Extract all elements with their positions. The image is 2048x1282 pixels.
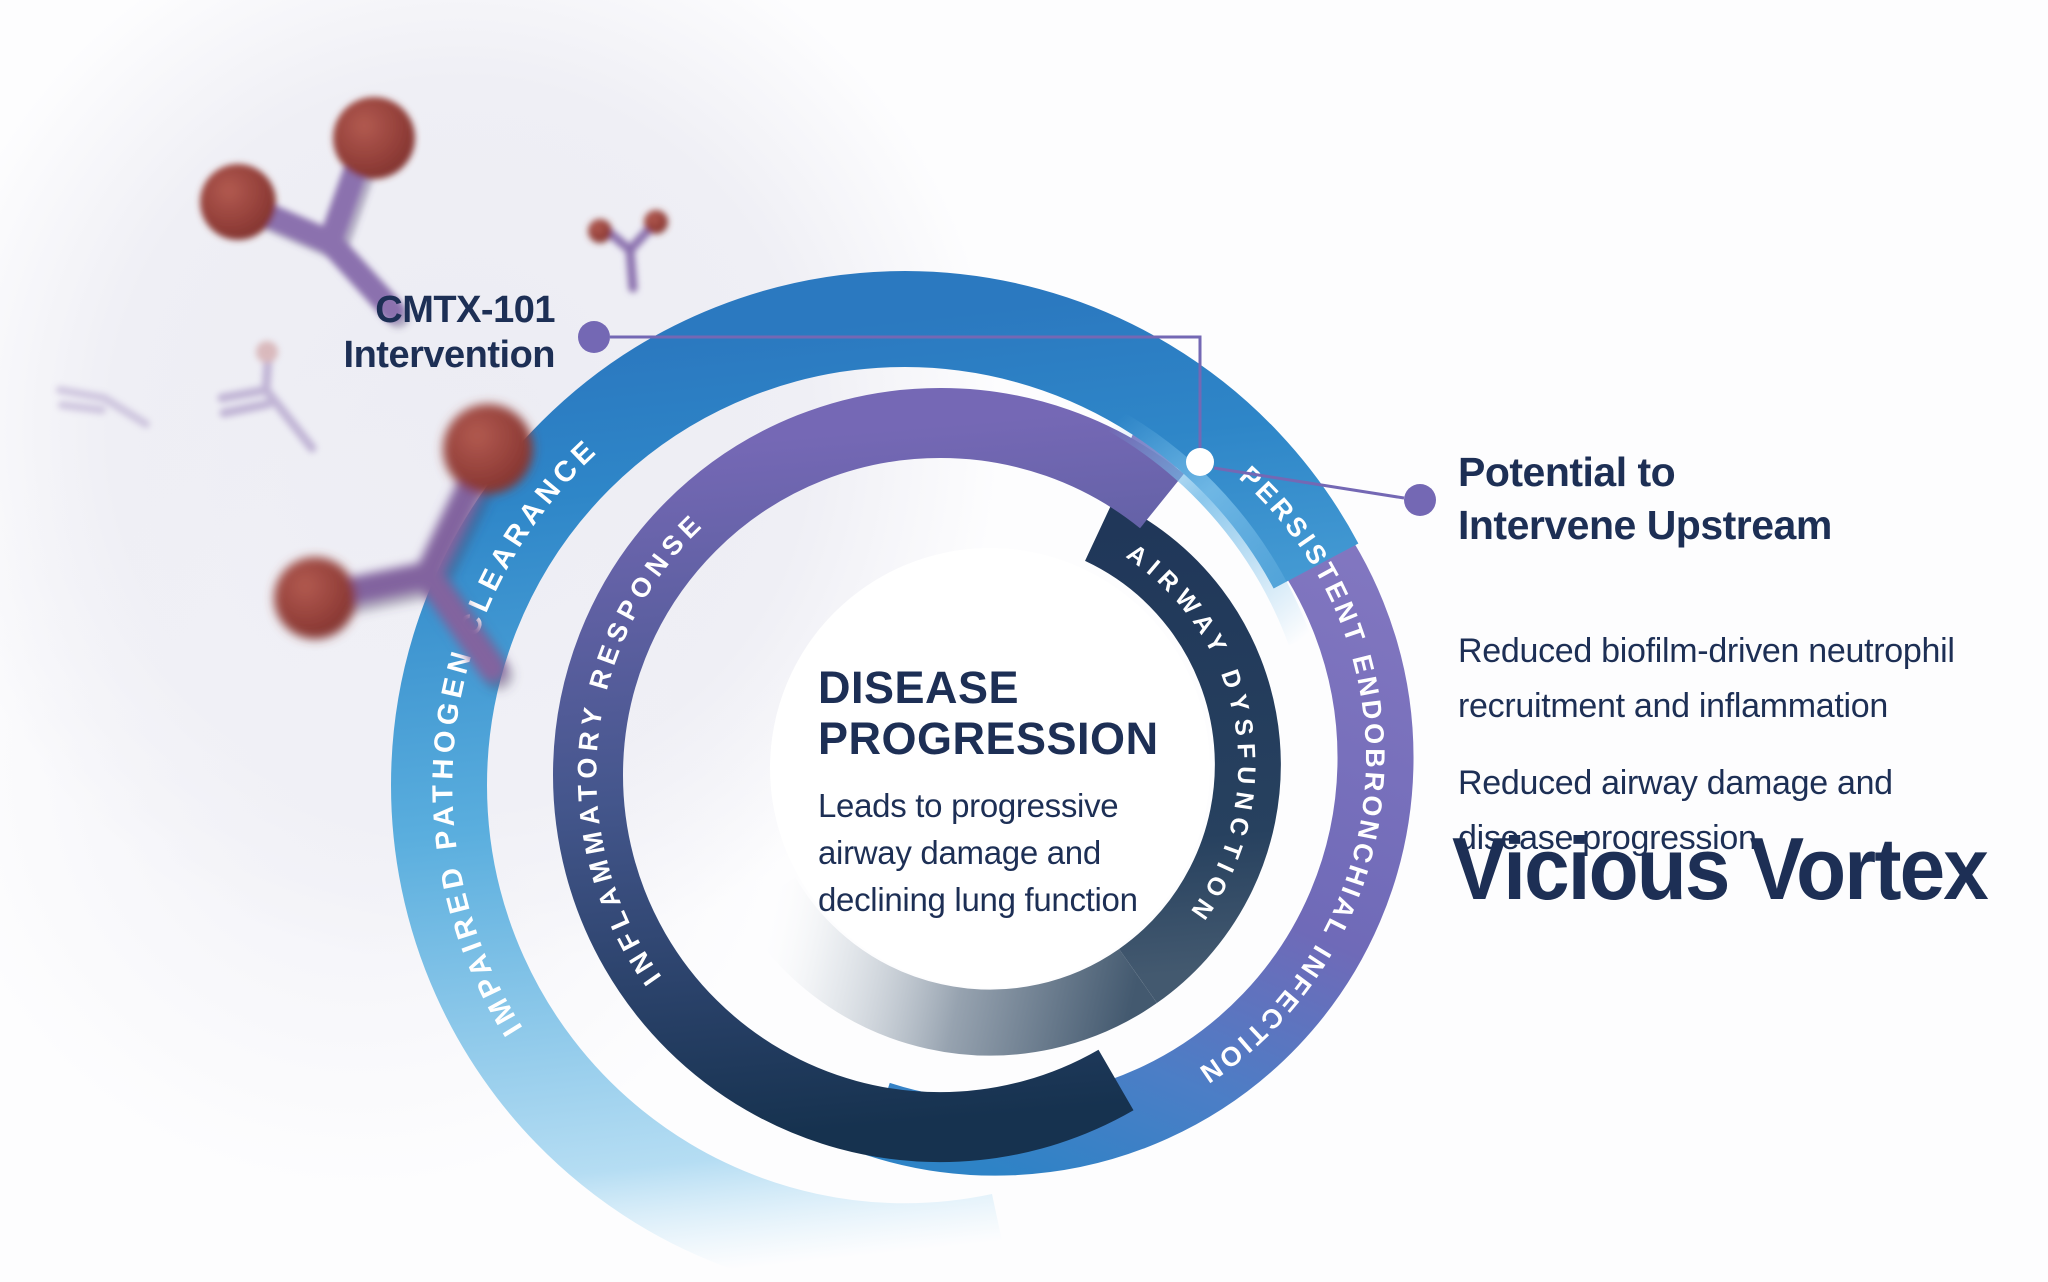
intervention-target-dot (1186, 448, 1214, 476)
center-heading: DISEASE PROGRESSION (818, 662, 1218, 764)
upstream-point-2: Reduced airway damage and disease progre… (1458, 756, 1893, 866)
center-body-line3: declining lung function (818, 881, 1138, 918)
upstream-heading: Potential to Intervene Upstream (1458, 446, 1832, 552)
upstream-heading-line1: Potential to (1458, 449, 1676, 495)
upstream-point-1: Reduced biofilm-driven neutrophil recrui… (1458, 624, 1955, 734)
center-heading-line2: PROGRESSION (818, 713, 1159, 764)
antibody-illustrations (56, 97, 668, 690)
antibody-icon (200, 97, 415, 328)
center-body: Leads to progressive airway damage and d… (818, 782, 1218, 923)
intervention-label: CMTX-101 Intervention (255, 288, 556, 378)
intervention-dot (578, 321, 610, 353)
upstream-connector-line (1213, 466, 1405, 500)
intervention-label-line2: Intervention (343, 334, 556, 376)
antibody-icon (56, 386, 150, 428)
center-text-block: DISEASE PROGRESSION Leads to progressive… (818, 662, 1218, 923)
center-body-line1: Leads to progressive (818, 787, 1119, 824)
antibody-icon (588, 210, 668, 293)
main-title: Vicious Vortex (1452, 819, 1989, 918)
upstream-point-2-line1: Reduced airway damage and (1458, 764, 1893, 802)
center-body-line2: airway damage and (818, 834, 1101, 871)
antibody-icon (217, 341, 317, 453)
ring-impaired-clearance (390, 270, 1359, 1282)
vortex-rings (390, 270, 1414, 1282)
ring-airway-silver-tail (738, 877, 1157, 1056)
connectors (578, 321, 1436, 516)
upstream-heading-line2: Intervene Upstream (1458, 502, 1832, 548)
antibody-icon (274, 404, 533, 690)
intervention-connector-line (610, 335, 1202, 448)
ring-airway-dysfunction (1084, 501, 1281, 1003)
ring-inflammatory-response (552, 387, 1184, 1163)
upstream-dot (1404, 484, 1436, 516)
upstream-point-1-line1: Reduced biofilm-driven neutrophil (1458, 632, 1955, 670)
center-heading-line1: DISEASE (818, 662, 1020, 713)
intervention-label-line1: CMTX-101 (375, 289, 555, 331)
ring-highlight-swoosh (1109, 410, 1312, 646)
upstream-point-1-line2: recruitment and inflammation (1458, 687, 1889, 725)
upstream-point-2-line2: disease progression (1458, 819, 1757, 857)
center-disc (770, 548, 1210, 988)
